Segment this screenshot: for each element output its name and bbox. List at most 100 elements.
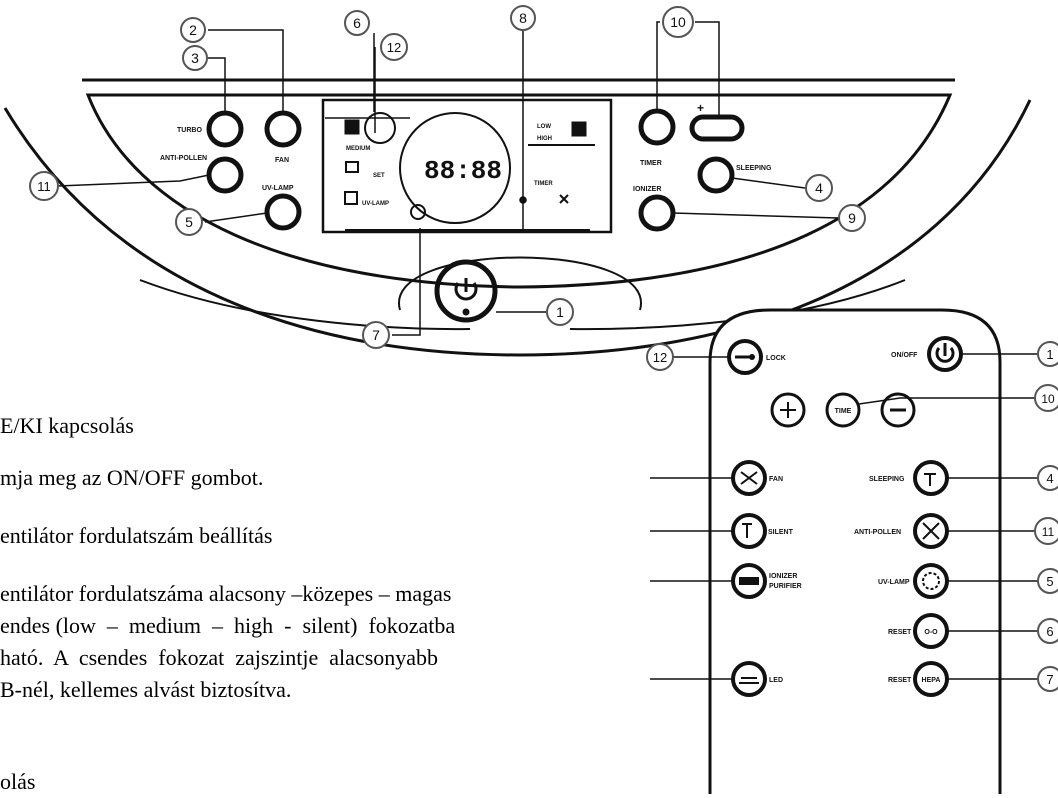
time-button[interactable] [825, 392, 861, 428]
remote-callout-6: 6 [1046, 624, 1053, 639]
leader-5 [204, 212, 268, 223]
sleeping-label: SLEEPING [736, 165, 772, 172]
remote-body [708, 308, 1002, 794]
leader-10a [656, 21, 660, 110]
panel-outer-curve [3, 99, 1032, 357]
callout-4-circle [805, 174, 833, 202]
led-icon [739, 677, 759, 684]
display-label-timer: TIMER [534, 181, 553, 187]
callout-8-circle [510, 5, 536, 31]
remote-ionizer-label: IONIZER [769, 573, 797, 580]
uv-lamp-icon [922, 572, 940, 590]
panel-inner-line-left [139, 279, 471, 331]
display-label-uv-lamp: UV-LAMP [362, 201, 389, 207]
display-label-set: SET [373, 173, 385, 179]
remote-uv-lamp-button[interactable] [913, 563, 949, 599]
sleeping-button[interactable] [697, 156, 735, 194]
remote-callout-5-circle [1037, 568, 1058, 594]
text-line-fan-desc-1: entilátor fordulatszáma alacsony –közepe… [0, 581, 452, 606]
timer-button[interactable] [638, 108, 676, 146]
remote-anti-pollen-label: ANTI-POLLEN [854, 529, 901, 536]
remote-callout-10: 10 [1041, 392, 1055, 406]
callout-11: 11 [37, 179, 51, 194]
remote-callout-12: 12 [653, 350, 667, 365]
silent-icon [742, 523, 752, 538]
ionizer-icon [739, 577, 759, 585]
callout-3-circle [182, 45, 208, 71]
leader-11 [57, 174, 210, 187]
anti-pollen-label: ANTI-POLLEN [160, 155, 207, 162]
callout-2: 2 [189, 22, 197, 38]
callout-1: 1 [556, 304, 564, 320]
remote-callouts: 12 1 10 4 11 5 6 7 [646, 341, 1058, 692]
callout-6: 6 [353, 15, 361, 31]
high-speed-icon [571, 121, 587, 137]
leader-10b [695, 21, 720, 117]
ionizer-label: IONIZER [633, 186, 661, 193]
callout-9: 9 [848, 210, 856, 226]
remote-callout-7-circle [1037, 666, 1058, 692]
callout-5: 5 [185, 214, 193, 230]
fan-blade-icon [559, 194, 569, 204]
text-line-fan-desc-3: ható. A csendes fokozat zajszintje alacs… [0, 645, 439, 670]
remote-reset-hepa-label: RESET [888, 677, 912, 684]
turbo-button[interactable] [206, 110, 244, 148]
uv-lamp-indicator-icon [344, 191, 358, 205]
panel-leader-lines [57, 21, 839, 336]
fan-button[interactable] [264, 110, 302, 148]
plus-sign: + [697, 101, 704, 115]
control-panel [3, 78, 1032, 357]
remote-callout-11: 11 [1042, 525, 1055, 539]
lock-icon-dot [749, 354, 755, 360]
leader-3 [208, 57, 226, 112]
sleeping-icon [924, 473, 936, 486]
callout-2-circle [180, 17, 206, 43]
display-label-high: HIGH [537, 136, 552, 142]
callout-8: 8 [519, 10, 527, 26]
display-dial [399, 112, 511, 224]
callout-10-circle [662, 6, 694, 38]
remote-callout-4-circle [1037, 465, 1058, 491]
ionizer-button[interactable] [638, 194, 676, 232]
medium-speed-icon [344, 119, 360, 135]
anti-pollen-button[interactable] [206, 156, 244, 194]
display-frame [321, 98, 613, 234]
remote-callout-7: 7 [1046, 672, 1053, 687]
remote-silent-button[interactable] [731, 513, 767, 549]
remote-uv-lamp-label: UV-LAMP [878, 579, 910, 586]
remote-on-off-label: ON/OFF [891, 352, 918, 359]
remote-callout-11-circle [1034, 517, 1058, 545]
remote-leader-10 [858, 397, 1035, 405]
callout-11-circle [29, 171, 59, 201]
power-icon [454, 278, 478, 301]
remote-control [708, 308, 1002, 794]
timer-plus-minus-button[interactable] [689, 114, 745, 142]
plus-icon [780, 402, 796, 418]
text-line-fan-desc-2: endes (low – medium – high - silent) fok… [0, 613, 456, 638]
power-button-bezel [398, 256, 642, 311]
remote-callout-10-circle [1034, 384, 1058, 412]
leader-8-dot [519, 196, 527, 204]
remote-sleeping-label: SLEEPING [869, 476, 905, 483]
text-line-fan-desc-4: B-nél, kellemes alvást biztosítva. [0, 677, 292, 702]
text-line-next: olás [0, 769, 36, 794]
callout-12-circle [380, 33, 408, 61]
remote-lock-label: LOCK [766, 355, 786, 362]
callout-12: 12 [387, 40, 401, 55]
uv-lamp-label: UV-LAMP [262, 185, 294, 192]
remote-silent-label: SILENT [768, 529, 794, 536]
uv-lamp-button[interactable] [264, 193, 302, 231]
callout-9-circle [838, 204, 866, 232]
remote-fan-label: FAN [769, 476, 783, 483]
callout-7-circle [362, 321, 390, 349]
callout-1-circle [546, 298, 574, 326]
remote-callout-12-circle [646, 343, 674, 371]
power-button[interactable] [434, 259, 498, 323]
timer-label: TIMER [640, 160, 662, 167]
fan-speed-icon [364, 112, 396, 144]
leader-4 [731, 177, 806, 189]
turbo-label: TURBO [177, 127, 202, 134]
power-led-icon [462, 308, 470, 316]
callout-7: 7 [372, 327, 380, 343]
